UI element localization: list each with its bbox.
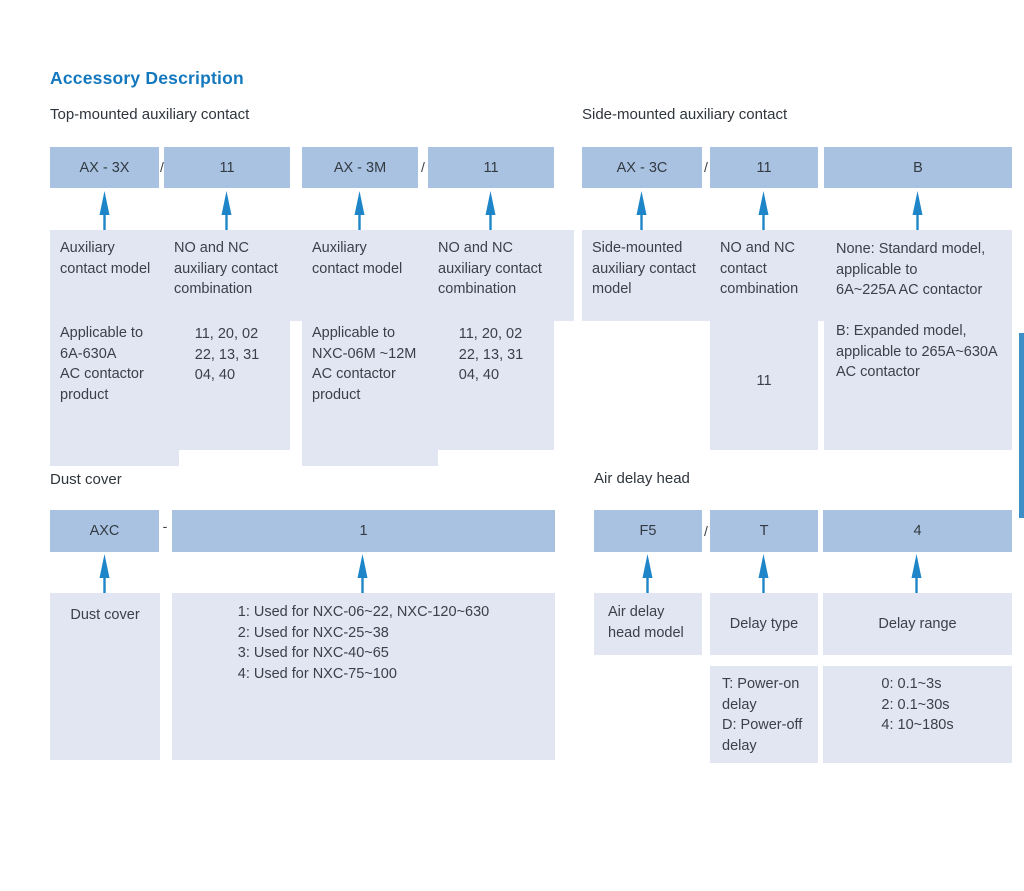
combo-codes-text: 11, 20, 02 22, 13, 31 04, 40	[458, 326, 524, 384]
up-arrow-icon	[636, 191, 647, 230]
up-arrow-icon	[221, 191, 232, 230]
detail-box-standard-expanded-models: None: Standard model, applicable to 6A~2…	[824, 230, 1012, 450]
up-arrow-icon	[758, 554, 769, 593]
separator-slash: /	[704, 523, 708, 539]
code-box-combo-1: 11	[164, 147, 290, 188]
page-edge-bar	[1019, 333, 1024, 518]
code-box-ax3x: AX - 3X	[50, 147, 159, 188]
dust-cover-sizes-text: 1: Used for NXC-06~22, NXC-120~630 2: Us…	[237, 604, 490, 682]
section-heading-dust-cover: Dust cover	[50, 471, 122, 488]
label-box-no-nc-contact-combination: NO and NC contact combination	[710, 230, 838, 321]
label-box-delay-range: Delay range	[823, 593, 1012, 655]
detail-box-combo-11: 11	[710, 313, 818, 450]
up-arrow-icon	[485, 191, 496, 230]
combo-codes-text: 11, 20, 02 22, 13, 31 04, 40	[194, 326, 260, 384]
code-box-f5: F5	[594, 510, 702, 552]
detail-box-delay-types: T: Power-on delay D: Power-off delay	[710, 666, 818, 763]
section-heading-side-mounted: Side-mounted auxiliary contact	[582, 106, 788, 123]
detail-box-combo-codes-2: 11, 20, 02 22, 13, 31 04, 40	[428, 315, 554, 450]
up-arrow-icon	[642, 554, 653, 593]
detail-box-dust-cover-sizes: 1: Used for NXC-06~22, NXC-120~630 2: Us…	[172, 593, 555, 760]
separator-slash: /	[160, 159, 164, 175]
up-arrow-icon	[911, 554, 922, 593]
detail-box-applicable-6a630a: Applicable to 6A-630A AC contactor produ…	[50, 315, 179, 466]
separator-dash: -	[162, 518, 168, 534]
detail-box-applicable-nxc06m: Applicable to NXC-06M ~12M AC contactor …	[302, 315, 438, 466]
page-title: Accessory Description	[50, 68, 244, 88]
code-box-ax3m: AX - 3M	[302, 147, 418, 188]
up-arrow-icon	[99, 554, 110, 593]
section-heading-top-mounted: Top-mounted auxiliary contact	[50, 106, 250, 123]
delay-ranges-text: 0: 0.1~3s 2: 0.1~30s 4: 10~180s	[881, 676, 954, 734]
up-arrow-icon	[758, 191, 769, 230]
separator-slash: /	[704, 159, 708, 175]
label-box-delay-type: Delay type	[710, 593, 818, 655]
detail-box-combo-codes-1: 11, 20, 02 22, 13, 31 04, 40	[164, 315, 290, 450]
up-arrow-icon	[912, 191, 923, 230]
code-box-axc: AXC	[50, 510, 159, 552]
label-box-no-nc-combination-2: NO and NC auxiliary contact combination	[428, 230, 574, 321]
up-arrow-icon	[99, 191, 110, 230]
label-box-aux-contact-model-2: Auxiliary contact model	[302, 230, 438, 321]
separator-slash: /	[421, 159, 425, 175]
detail-box-delay-ranges: 0: 0.1~3s 2: 0.1~30s 4: 10~180s	[823, 666, 1012, 763]
label-box-side-mounted-model: Side-mounted auxiliary contact model	[582, 230, 722, 321]
label-box-no-nc-combination-1: NO and NC auxiliary contact combination	[164, 230, 310, 321]
code-box-combo-side: 11	[710, 147, 818, 188]
up-arrow-icon	[354, 191, 365, 230]
code-box-dust-size: 1	[172, 510, 555, 552]
section-heading-air-delay: Air delay head	[594, 470, 690, 487]
up-arrow-icon	[357, 554, 368, 593]
code-box-t: T	[710, 510, 818, 552]
code-box-4: 4	[823, 510, 1012, 552]
code-box-ax3c: AX - 3C	[582, 147, 702, 188]
label-box-air-delay-head-model: Air delay head model	[594, 593, 702, 655]
label-box-dust-cover: Dust cover	[50, 593, 160, 760]
code-box-b: B	[824, 147, 1012, 188]
label-box-aux-contact-model: Auxiliary contact model	[50, 230, 179, 321]
code-box-combo-2: 11	[428, 147, 554, 188]
